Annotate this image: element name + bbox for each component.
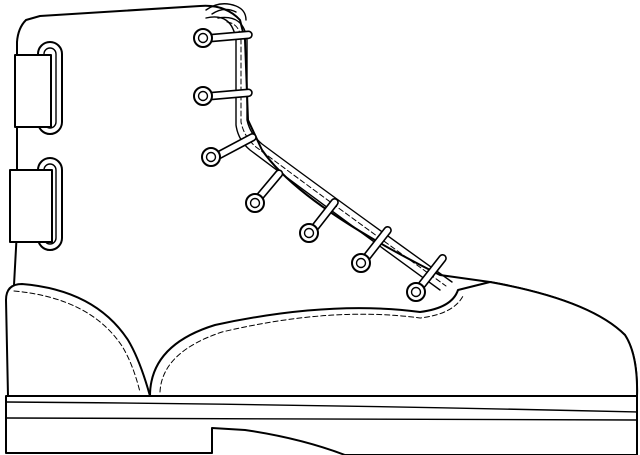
back-strap-lower <box>9 157 63 251</box>
back-strap-upper <box>14 41 63 135</box>
boot-lace-stay <box>205 3 453 291</box>
lace-4 <box>245 169 284 213</box>
boot-vamp <box>149 281 639 397</box>
boot-sole <box>5 395 638 455</box>
boot-quarter-panel <box>5 283 151 397</box>
lace-5 <box>299 198 339 243</box>
lace-6 <box>351 226 392 273</box>
lace-row <box>193 28 447 302</box>
lace-1 <box>193 28 253 48</box>
lace-7 <box>406 254 447 302</box>
lace-2 <box>193 86 253 106</box>
lace-3 <box>201 132 257 167</box>
